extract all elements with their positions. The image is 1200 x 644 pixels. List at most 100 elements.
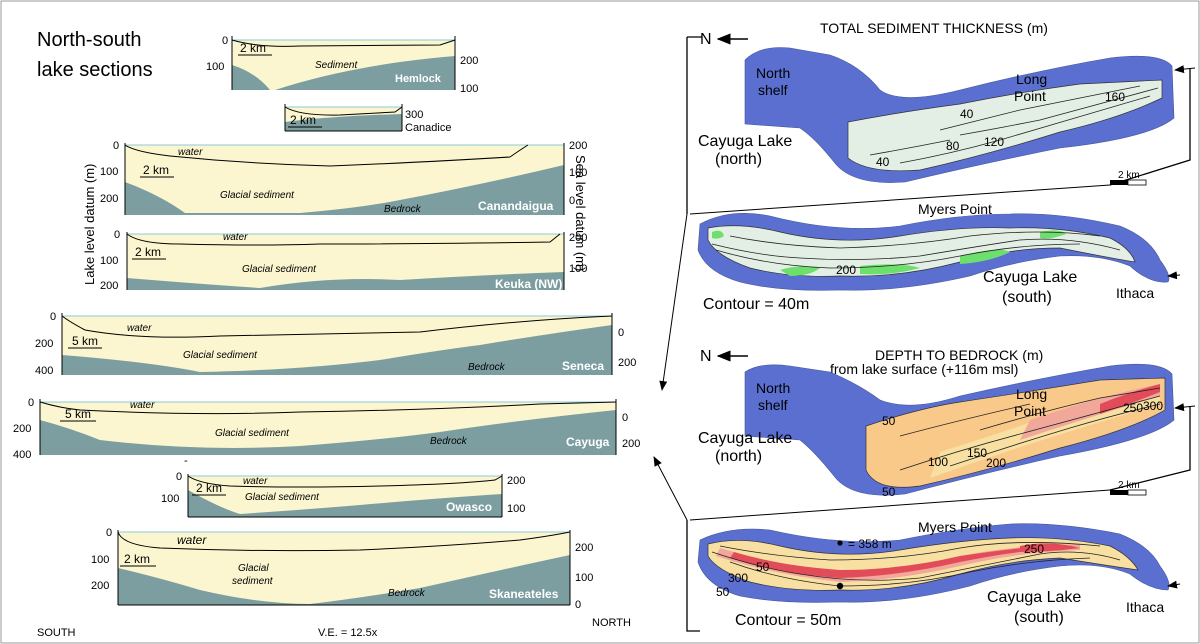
owasco-glacial-label: Glacial sediment (245, 492, 320, 503)
canadice-rtick-300: 300 (405, 109, 423, 121)
bottom-south-contour-250: 250 (1024, 542, 1044, 556)
skaneateles-rtick-0: 0 (575, 599, 581, 611)
canandaigua-glacial-label: Glacial sediment (220, 190, 295, 201)
bottom-long-point-1: Long (1016, 386, 1047, 402)
thickness-map-title: TOTAL SEDIMENT THICKNESS (m) (820, 20, 1048, 36)
skaneateles-bedrock-label: Bedrock (388, 588, 426, 599)
top-long-point-2: Point (1014, 88, 1046, 104)
north-label: NORTH (592, 617, 631, 629)
section-cayuga: 0 200 400 0 200 water 5 km Glacial sedim… (13, 397, 640, 467)
section-skaneateles: 0 100 200 200 100 0 water 2 km Glacial s… (91, 527, 593, 611)
skaneateles-water-label: water (177, 533, 207, 547)
top-split-line (689, 184, 1111, 215)
top-right-bracket (1109, 68, 1191, 186)
seneca-bedrock-label: Bedrock (468, 362, 506, 373)
bottom-contour-100: 100 (928, 455, 948, 469)
seneca-tick-0: 0 (50, 311, 56, 323)
canadice-name: Canadice (405, 122, 451, 134)
bottom-contour-300: 300 (1143, 399, 1163, 413)
canandaigua-tick-200: 200 (100, 193, 118, 205)
top-north-thickness-fill (847, 79, 1163, 172)
bottom-north-shelf-2: shelf (758, 397, 788, 413)
bottom-contour-200: 200 (986, 456, 1006, 470)
ve-label: V.E. = 12.5x (318, 627, 378, 639)
cayuga-bedrock-label: Bedrock (430, 436, 468, 447)
seneca-scale-label: 5 km (72, 334, 98, 348)
canadice-scale-label: 2 km (290, 113, 316, 127)
section-canadice: 300 Canadice 2 km (284, 104, 451, 134)
keuka-rtick-200: 200 (569, 232, 587, 244)
bottom-contour-250: 250 (1123, 401, 1143, 415)
section-canandaigua: 0 100 200 200 100 0 water 2 km Glacial s… (100, 140, 587, 215)
skaneateles-glacial-label-1: Glacial (238, 563, 269, 574)
top-map-bracket (686, 36, 702, 214)
cayuga-scale-label: 5 km (65, 407, 91, 421)
top-contour-40b: 40 (876, 155, 890, 169)
top-contour-40: 40 (960, 107, 974, 121)
seneca-tick-200: 200 (35, 338, 53, 350)
skaneateles-rtick-100: 100 (575, 572, 593, 584)
keuka-water-label: water (223, 232, 248, 243)
owasco-scale-label: 2 km (196, 481, 222, 495)
top-north-shelf-2: shelf (758, 82, 788, 98)
bottom-south-contour-50b: 50 (716, 585, 730, 599)
cayuga-glacial-label: Glacial sediment (215, 428, 290, 439)
bedrock-map-title-2: from lake surface (+116m msl) (830, 361, 1018, 377)
cayuga-dash: - (184, 455, 188, 467)
bottom-lake-north-2: (north) (715, 448, 762, 465)
top-right-arrow (1174, 65, 1196, 74)
cayuga-rtick-0: 0 (622, 412, 628, 424)
bottom-contour-50b: 50 (882, 485, 896, 499)
keuka-tick-100: 100 (100, 255, 118, 267)
owasco-tick-0: 0 (176, 471, 182, 483)
keuka-name: Keuka (NW) (495, 277, 562, 291)
skaneateles-rtick-200: 200 (575, 542, 593, 554)
canandaigua-tick-0: 0 (113, 140, 119, 152)
keuka-rtick-100: 100 (569, 263, 587, 275)
canandaigua-water-label: water (178, 147, 203, 158)
bottom-north-label: N (700, 348, 712, 365)
canandaigua-tick-100: 100 (100, 166, 118, 178)
top-lake-north-2: (north) (715, 151, 762, 168)
hemlock-tick-0: 0 (222, 35, 228, 47)
skaneateles-tick-200: 200 (91, 580, 109, 592)
sea-level-datum-label: Sea level datum (m) (573, 155, 588, 271)
cayuga-tick-400: 400 (13, 449, 31, 461)
bottom-ithaca: Ithaca (1126, 599, 1164, 615)
bottom-lake-south-1: Cayuga Lake (987, 589, 1081, 606)
sections-title-line1: North-south (37, 29, 142, 51)
sections-title-line2: lake sections (37, 59, 153, 81)
keuka-scale-label: 2 km (135, 245, 161, 259)
seneca-rtick-200: 200 (618, 357, 636, 369)
section-keuka: 0 100 200 200 100 water 2 km Glacial sed… (100, 229, 587, 292)
top-ithaca-arrow (1167, 271, 1181, 280)
canandaigua-rtick-0: 0 (569, 195, 575, 207)
connector-bottom-to-cayuga (653, 456, 688, 521)
bottom-south-contour-50: 50 (756, 560, 770, 574)
top-lake-south-1: Cayuga Lake (983, 269, 1077, 286)
bottom-contour-50: 50 (882, 414, 896, 428)
owasco-rtick-200: 200 (507, 475, 525, 487)
top-north-label: N (700, 31, 712, 48)
top-contour-160: 160 (1105, 90, 1125, 104)
keuka-tick-0: 0 (114, 229, 120, 241)
skaneateles-tick-0: 0 (106, 527, 112, 539)
seneca-tick-400: 400 (35, 365, 53, 377)
section-seneca: 0 200 400 0 200 water 5 km Glacial sedim… (35, 311, 636, 377)
hemlock-rtick-200: 200 (460, 55, 478, 67)
top-contour-120: 120 (984, 135, 1004, 149)
bottom-map-bracket (686, 520, 700, 632)
owasco-tick-100: 100 (161, 493, 179, 505)
cayuga-rtick-200: 200 (622, 438, 640, 450)
skaneateles-name: Skaneateles (489, 587, 559, 601)
top-south-thickness-fill (707, 225, 1136, 277)
top-north-shelf-1: North (756, 65, 790, 81)
canandaigua-scale-label: 2 km (143, 163, 169, 177)
canandaigua-rtick-100: 100 (569, 167, 587, 179)
keuka-tick-200: 200 (100, 280, 118, 292)
connector-top-to-cayuga (659, 213, 688, 391)
bottom-contour-interval: Contour = 50m (735, 612, 841, 629)
south-label: SOUTH (37, 627, 76, 639)
